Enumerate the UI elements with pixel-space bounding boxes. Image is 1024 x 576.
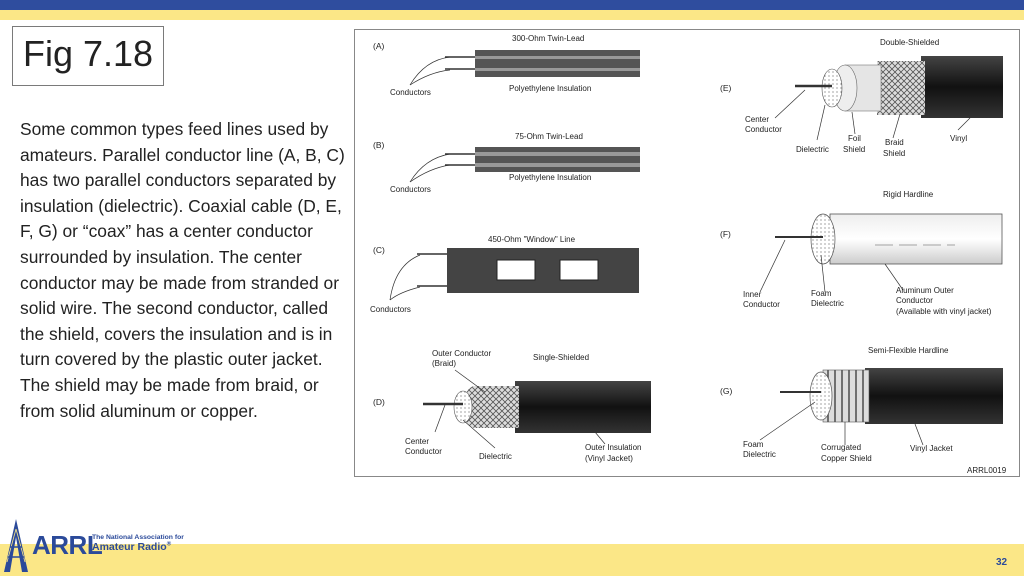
diagram-a: (A) 300-Ohm Twin-Lead Conductors Polyeth… bbox=[373, 34, 640, 97]
label-d-center: Center bbox=[405, 437, 429, 446]
label-d-letter: (D) bbox=[373, 397, 385, 407]
label-e-letter: (E) bbox=[720, 83, 732, 93]
label-c-title: 450-Ohm "Window" Line bbox=[488, 235, 576, 244]
label-e-dielectric: Dielectric bbox=[796, 145, 829, 154]
label-g-corr2: Copper Shield bbox=[821, 454, 872, 463]
arrl-logo-icon bbox=[4, 519, 28, 572]
label-f-outer2: Conductor bbox=[896, 296, 933, 305]
coax-e-braid bbox=[877, 61, 925, 115]
window-2 bbox=[559, 259, 599, 281]
label-e-title: Double-Shielded bbox=[880, 38, 939, 47]
label-d-jacket: Outer Insulation bbox=[585, 443, 641, 452]
label-g-title: Semi-Flexible Hardline bbox=[868, 346, 949, 355]
diagram-g: (G) Semi-Flexible Hardline Foam Dielectr… bbox=[720, 346, 1003, 463]
slide-title: Fig 7.18 bbox=[23, 33, 154, 74]
label-g-letter: (G) bbox=[720, 386, 732, 396]
window-line-body bbox=[447, 248, 639, 293]
diagram-f: (F) Rigid Hardline Inner Conductor Foam … bbox=[720, 190, 1003, 316]
window-1 bbox=[496, 259, 536, 281]
top-yellow-bar bbox=[0, 10, 1024, 20]
label-a-insulation: Polyethylene Insulation bbox=[509, 84, 591, 93]
arrl-tagline-2-text: Amateur Radio bbox=[92, 541, 167, 553]
diagram-c: (C) 450-Ohm "Window" Line Conductors bbox=[370, 235, 639, 314]
slide-body-text: Some common types feed lines used by ama… bbox=[20, 119, 345, 421]
arrl-tagline-1: The National Association for bbox=[92, 534, 184, 541]
label-f-outer3: (Available with vinyl jacket) bbox=[896, 307, 992, 316]
label-f-inner2: Conductor bbox=[743, 300, 780, 309]
diagram-e: (E) Double-Shielded Center Conductor Die… bbox=[720, 38, 1003, 158]
twinlead-a-conductor-2 bbox=[475, 68, 640, 71]
label-b-title: 75-Ohm Twin-Lead bbox=[515, 132, 583, 141]
label-a-letter: (A) bbox=[373, 41, 385, 51]
label-d-title: Single-Shielded bbox=[533, 353, 589, 362]
label-g-vinyl: Vinyl Jacket bbox=[910, 444, 953, 453]
page-number: 32 bbox=[996, 557, 1008, 568]
label-a-title: 300-Ohm Twin-Lead bbox=[512, 34, 584, 43]
diagram-b: (B) 75-Ohm Twin-Lead Conductors Polyethy… bbox=[373, 132, 640, 194]
label-f-foam2: Dielectric bbox=[811, 299, 844, 308]
label-g-foam2: Dielectric bbox=[743, 450, 776, 459]
feedline-diagram: (A) 300-Ohm Twin-Lead Conductors Polyeth… bbox=[370, 34, 1007, 475]
label-c-letter: (C) bbox=[373, 245, 385, 255]
label-e-foil2: Shield bbox=[843, 145, 865, 154]
figure-code: ARRL0019 bbox=[967, 466, 1007, 475]
coax-d-jacket bbox=[515, 381, 651, 433]
diagram-d: (D) Single-Shielded Outer Conductor (Bra… bbox=[373, 349, 651, 463]
label-d-dielectric: Dielectric bbox=[479, 452, 512, 461]
label-d-center2: Conductor bbox=[405, 447, 442, 456]
label-e-center: Center bbox=[745, 115, 769, 124]
label-d-outer: Outer Conductor bbox=[432, 349, 491, 358]
label-f-foam: Foam bbox=[811, 289, 832, 298]
label-e-foil: Foil bbox=[848, 134, 861, 143]
label-a-conductors: Conductors bbox=[390, 88, 431, 97]
top-blue-bar bbox=[0, 0, 1024, 10]
label-e-center2: Conductor bbox=[745, 125, 782, 134]
bottom-yellow-bar bbox=[0, 544, 1024, 576]
label-g-foam: Foam bbox=[743, 440, 764, 449]
hardline-f-outer bbox=[829, 213, 1003, 265]
label-c-conductors: Conductors bbox=[370, 305, 411, 314]
twinlead-a-ribbon bbox=[475, 50, 640, 77]
registered-mark: ® bbox=[166, 541, 172, 548]
twinlead-b-ribbon bbox=[475, 147, 640, 172]
feedline-figure: (A) 300-Ohm Twin-Lead Conductors Polyeth… bbox=[354, 29, 1020, 477]
label-e-braid: Braid bbox=[885, 138, 904, 147]
label-b-insulation: Polyethylene Insulation bbox=[509, 173, 591, 182]
label-g-corr: Corrugated bbox=[821, 443, 861, 452]
label-e-braid2: Shield bbox=[883, 149, 905, 158]
label-f-title: Rigid Hardline bbox=[883, 190, 934, 199]
label-e-vinyl: Vinyl bbox=[950, 134, 967, 143]
label-f-outer: Aluminum Outer bbox=[896, 286, 954, 295]
hardline-g-jacket bbox=[865, 368, 1003, 424]
coax-e-jacket bbox=[921, 56, 1003, 118]
title-box: Fig 7.18 bbox=[12, 26, 164, 86]
label-d-jacket2: (Vinyl Jacket) bbox=[585, 454, 633, 463]
arrl-tagline-2: Amateur Radio® bbox=[92, 541, 171, 553]
label-f-inner: Inner bbox=[743, 290, 762, 299]
arrl-logo-text: ARRL bbox=[32, 530, 103, 560]
label-b-letter: (B) bbox=[373, 140, 385, 150]
label-d-outer2: (Braid) bbox=[432, 359, 456, 368]
label-b-conductors: Conductors bbox=[390, 185, 431, 194]
label-f-letter: (F) bbox=[720, 229, 731, 239]
twinlead-a-conductor-1 bbox=[475, 56, 640, 59]
